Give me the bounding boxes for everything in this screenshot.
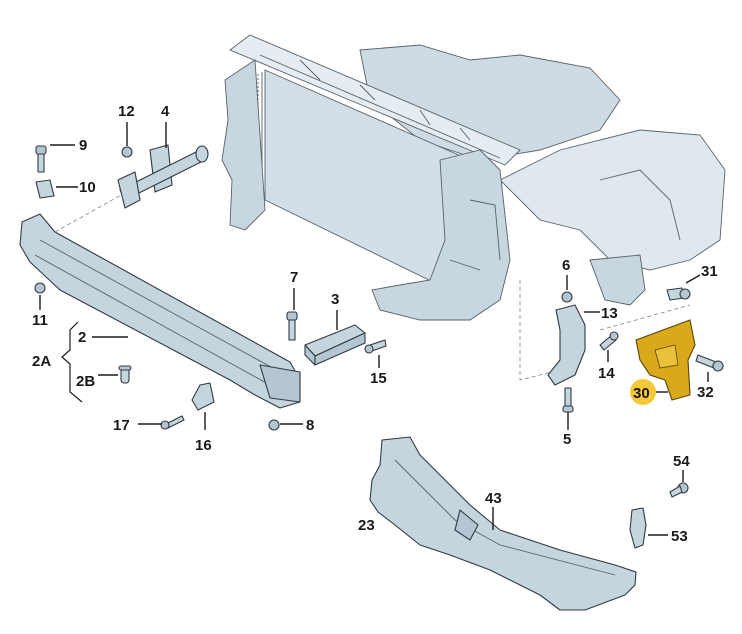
leader-lines (39, 122, 709, 536)
bolt-7[interactable] (286, 311, 298, 341)
clip-53[interactable] (629, 507, 647, 549)
bolt-31[interactable] (666, 287, 691, 301)
callout-17[interactable]: 17 (113, 417, 130, 434)
callout-53[interactable]: 53 (671, 528, 688, 545)
callout-23[interactable]: 23 (358, 517, 375, 534)
callout-2[interactable]: 2 (78, 329, 86, 346)
crash-box[interactable] (117, 144, 209, 209)
nut-12[interactable] (121, 146, 133, 158)
underbody-cover[interactable] (369, 436, 637, 611)
callout-43[interactable]: 43 (485, 490, 502, 507)
callout-16[interactable]: 16 (195, 437, 212, 454)
callout-54[interactable]: 54 (673, 453, 690, 470)
bracket-13[interactable] (547, 304, 586, 386)
assembly-line (54, 189, 131, 233)
bolt-5[interactable] (562, 387, 574, 413)
callout-8[interactable]: 8 (306, 417, 314, 434)
callout-14[interactable]: 14 (598, 365, 615, 382)
bolt-2B[interactable] (118, 365, 132, 384)
bolt-54[interactable] (669, 482, 689, 498)
bracket-3[interactable] (304, 324, 366, 366)
callout-2A[interactable]: 2A (32, 353, 51, 370)
callout-7[interactable]: 7 (290, 269, 298, 286)
highlight-badge (630, 379, 656, 405)
callout-12[interactable]: 12 (118, 103, 135, 120)
bolt-14[interactable] (599, 331, 619, 351)
callouts: 9 10 11 12 4 2 2A 2B 17 16 7 3 15 8 6 13… (32, 103, 718, 545)
bolt-9[interactable] (35, 145, 47, 173)
callout-13[interactable]: 13 (601, 305, 618, 322)
callout-6[interactable]: 6 (562, 257, 570, 274)
callout-9[interactable]: 9 (79, 137, 87, 154)
callout-2B[interactable]: 2B (76, 373, 95, 390)
bolt-15[interactable] (364, 339, 387, 354)
callout-32[interactable]: 32 (697, 384, 714, 401)
callout-30[interactable]: 30 (633, 385, 650, 402)
callout-15[interactable]: 15 (370, 370, 387, 387)
vehicle-front-structure (221, 34, 726, 381)
bracket-16[interactable] (191, 382, 215, 411)
callout-11[interactable]: 11 (32, 312, 48, 329)
nut-11[interactable] (34, 282, 46, 294)
bolt-17[interactable] (160, 415, 185, 430)
nut-8[interactable] (268, 419, 280, 431)
callout-3[interactable]: 3 (331, 291, 339, 308)
bracket-30-highlighted[interactable] (635, 319, 696, 401)
bumper-reinforcement[interactable] (19, 213, 301, 409)
callout-31[interactable]: 31 (701, 263, 718, 280)
bolt-32[interactable] (695, 354, 724, 372)
nut-6[interactable] (561, 291, 573, 303)
clip-10[interactable] (35, 179, 55, 199)
callout-4[interactable]: 4 (161, 103, 170, 120)
callout-5[interactable]: 5 (563, 431, 571, 448)
callout-10[interactable]: 10 (79, 179, 96, 196)
